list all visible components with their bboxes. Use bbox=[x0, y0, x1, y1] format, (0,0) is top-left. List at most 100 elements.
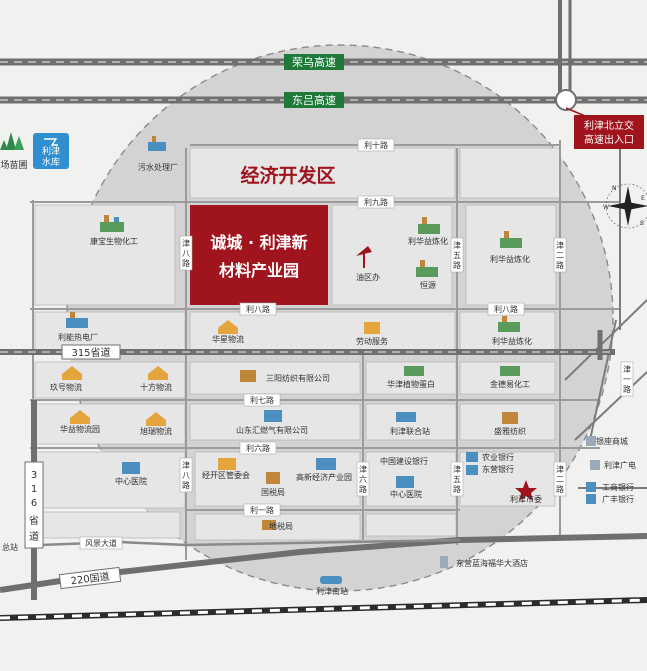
poi-label[interactable]: 十方物流 bbox=[140, 382, 172, 392]
railway bbox=[0, 597, 647, 621]
road-label-liba-left: 利八路 bbox=[246, 304, 270, 314]
road-label-liba-right: 利八路 bbox=[494, 304, 518, 314]
poi-label[interactable]: 利华益炼化 bbox=[492, 336, 532, 346]
poi-label[interactable]: 利津广电 bbox=[604, 460, 636, 470]
building-icon bbox=[266, 472, 280, 484]
compass-s: S bbox=[640, 220, 644, 227]
sheng316-char: 省 bbox=[29, 514, 39, 527]
station-icon bbox=[396, 412, 416, 422]
poi-label[interactable]: 三阳纺织有限公司 bbox=[266, 373, 330, 383]
road-label-lijiu: 利九路 bbox=[364, 197, 388, 207]
block bbox=[465, 204, 557, 306]
poi-label[interactable]: 利津联合站 bbox=[390, 426, 430, 436]
road-char: 路 bbox=[182, 480, 190, 490]
factory-icon bbox=[498, 316, 520, 332]
sheng316-char: 道 bbox=[29, 530, 39, 543]
poi-label[interactable]: 东营银行 bbox=[482, 464, 514, 474]
sheng316-char: 1 bbox=[31, 484, 37, 495]
building-icon bbox=[218, 458, 236, 470]
poi-label[interactable]: 利能热电厂 bbox=[58, 332, 98, 342]
poi-label[interactable]: 金德易化工 bbox=[490, 379, 530, 389]
bank-icon bbox=[466, 465, 478, 475]
building-icon bbox=[262, 520, 276, 530]
warehouse-icon bbox=[148, 366, 168, 380]
building-icon bbox=[590, 460, 600, 470]
poi-label[interactable]: 康宝生物化工 bbox=[90, 236, 138, 246]
poi-label[interactable]: 恒源 bbox=[420, 280, 436, 290]
poi-label[interactable]: 油区办 bbox=[356, 272, 380, 282]
bank-icon bbox=[586, 482, 596, 492]
poi-label[interactable]: 山东汇燃气有限公司 bbox=[236, 425, 308, 435]
factory-icon bbox=[264, 410, 282, 422]
hospital-icon bbox=[122, 462, 140, 474]
road-char: 路 bbox=[623, 384, 631, 394]
poi-label[interactable]: 利华益炼化 bbox=[490, 254, 530, 264]
road-char: 津 bbox=[182, 460, 190, 470]
park-label-line2: 材料产业园 bbox=[219, 261, 299, 280]
poi-label[interactable]: 利津市委 bbox=[510, 494, 542, 504]
poi-nursery: 场苗圃 bbox=[0, 160, 27, 171]
poi-label[interactable]: 污水处理厂 bbox=[138, 162, 178, 172]
road-char: 津 bbox=[453, 464, 461, 474]
star-icon bbox=[515, 480, 537, 501]
poi-label[interactable]: 华益物流园 bbox=[60, 424, 100, 434]
warehouse-icon bbox=[146, 412, 166, 426]
building-icon bbox=[240, 370, 256, 382]
road-char: 路 bbox=[556, 484, 564, 494]
sheng315-label: 315省道 bbox=[71, 346, 110, 359]
road-char: 二 bbox=[556, 475, 564, 484]
poi-label[interactable]: 广丰银行 bbox=[602, 494, 634, 504]
poi-label[interactable]: 工商银行 bbox=[602, 482, 634, 492]
compass-e: E bbox=[641, 195, 645, 202]
poi-label[interactable]: 盛雅纺织 bbox=[494, 426, 526, 436]
block bbox=[194, 513, 361, 541]
tree-icon bbox=[0, 132, 24, 150]
block bbox=[39, 511, 181, 539]
bank-icon bbox=[466, 452, 478, 462]
poi-label[interactable]: 高新经济产业园 bbox=[296, 472, 352, 482]
road-char: 津 bbox=[453, 240, 461, 250]
factory-icon bbox=[418, 217, 440, 234]
industrial-park-zone[interactable] bbox=[190, 205, 328, 305]
poi-label[interactable]: 总站 bbox=[2, 542, 18, 552]
poi-label[interactable]: 银座商城 bbox=[596, 436, 628, 446]
poi-label[interactable]: 利华益炼化 bbox=[408, 236, 448, 246]
block bbox=[331, 204, 453, 306]
poi-label[interactable]: 利津南站 bbox=[316, 586, 348, 596]
building-icon bbox=[586, 436, 596, 446]
road-char: 津 bbox=[359, 464, 367, 474]
poi-labels: 污水处理厂 康宝生物化工 油区办 利华益炼化 恒源 利华益炼化 利能热电厂 华星… bbox=[2, 162, 636, 596]
road-char: 六 bbox=[359, 474, 367, 484]
factory-icon bbox=[500, 366, 520, 376]
poi-label[interactable]: 中国建设银行 bbox=[380, 456, 428, 466]
poi-label[interactable]: 华星物流 bbox=[212, 334, 244, 344]
poi-label[interactable]: 东营蓝海福华大酒店 bbox=[456, 558, 528, 568]
building-icon bbox=[364, 322, 380, 334]
poi-label[interactable]: 经开区管委会 bbox=[202, 470, 250, 480]
compass-n: N bbox=[612, 185, 617, 192]
road-char: 路 bbox=[453, 260, 461, 270]
poi-label[interactable]: 中心医院 bbox=[115, 476, 147, 486]
road-char: 五 bbox=[453, 251, 461, 260]
poi-label[interactable]: 地税局 bbox=[269, 521, 293, 531]
poi-label[interactable]: 玖号物流 bbox=[50, 382, 82, 392]
poi-label[interactable]: 农业银行 bbox=[482, 452, 514, 462]
vertical-road-labels: 津 八 路 津 八 路 津 五 路 津 五 路 津 六 路 津 二 路 津 二 … bbox=[179, 235, 634, 497]
poi-label[interactable]: 中心医院 bbox=[390, 489, 422, 499]
block bbox=[34, 451, 186, 509]
highway-exit-sign[interactable]: 利津北立交 高速出入口 bbox=[565, 107, 644, 149]
poi-label[interactable]: 华津植物蛋白 bbox=[387, 379, 435, 389]
rongwu-label: 荣乌高速 bbox=[292, 55, 336, 69]
building-icon bbox=[502, 412, 518, 424]
block bbox=[189, 361, 361, 395]
highway-labels: 荣乌高速 东吕高速 315省道 220国道 3 1 6 省 道 bbox=[24, 54, 344, 590]
warehouse-icon bbox=[70, 410, 90, 424]
road-label-liliu: 利六路 bbox=[246, 443, 270, 453]
road-char: 路 bbox=[453, 484, 461, 494]
building-icon bbox=[440, 556, 448, 568]
poi-label[interactable]: 劳动服务 bbox=[356, 336, 388, 346]
poi-label[interactable]: 国税局 bbox=[261, 487, 285, 497]
poi-label[interactable]: 旭瑞物流 bbox=[140, 426, 172, 436]
reservoir-marker[interactable]: 利津 水库 bbox=[33, 133, 69, 169]
